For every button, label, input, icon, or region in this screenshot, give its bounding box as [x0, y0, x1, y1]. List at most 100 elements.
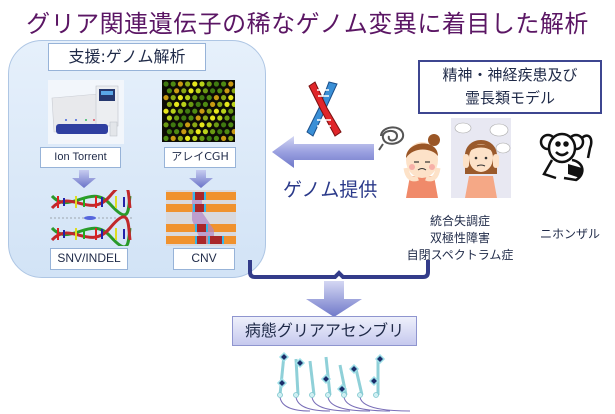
array-spot — [185, 95, 191, 101]
array-spot — [181, 115, 187, 121]
array-spot — [170, 135, 176, 141]
array-spot — [170, 81, 176, 87]
array-spot — [224, 129, 230, 135]
array-spot — [177, 95, 183, 101]
worried-person-icon — [403, 134, 441, 198]
merge-bracket — [248, 260, 430, 279]
array-cgh-label: アレイCGH — [164, 147, 236, 168]
array-spot — [199, 81, 205, 87]
snv-indel-label: SNV/INDEL — [50, 248, 128, 270]
microarray-cgh-image — [162, 80, 235, 142]
array-spot — [170, 108, 176, 114]
array-spot — [174, 88, 180, 94]
disorder-item: 自閉スペクトラム症 — [406, 248, 514, 262]
array-spot — [210, 129, 216, 135]
array-spot — [213, 122, 219, 128]
array-spot — [206, 95, 212, 101]
array-spot — [217, 115, 223, 121]
subjects-box: 精神・神経疾患及び 霊長類モデル — [418, 60, 602, 114]
array-spot — [228, 135, 234, 141]
support-panel-title: 支援:ゲノム解析 — [48, 43, 206, 71]
array-spot — [206, 135, 212, 141]
array-spot — [192, 108, 198, 114]
dna-icon — [306, 81, 342, 137]
subjects-line-1: 精神・神経疾患及び — [442, 66, 578, 84]
array-spot — [163, 81, 169, 87]
array-spot — [199, 95, 205, 101]
array-spot — [228, 95, 234, 101]
primate-model-label: ニホンザル — [540, 227, 601, 241]
array-spot — [170, 122, 176, 128]
array-spot — [228, 81, 234, 87]
array-spot — [177, 135, 183, 141]
array-spot — [202, 115, 208, 121]
glia-assembly-illustration — [276, 351, 411, 412]
array-spot — [228, 108, 234, 114]
array-spot — [166, 88, 172, 94]
distressed-person-icon — [451, 118, 511, 198]
array-spot — [185, 108, 191, 114]
array-spot — [163, 135, 169, 141]
array-spot — [199, 122, 205, 128]
array-spot — [163, 122, 169, 128]
pathological-glia-assembly-label: 病態グリアアセンブリ — [232, 316, 417, 346]
down-arrow-icon — [306, 281, 362, 317]
array-spot — [185, 122, 191, 128]
array-spot — [221, 95, 227, 101]
array-spot — [192, 81, 198, 87]
array-spot — [177, 108, 183, 114]
array-spot — [199, 135, 205, 141]
array-spot — [188, 115, 194, 121]
array-spot — [188, 129, 194, 135]
array-spot — [195, 129, 201, 135]
array-spot — [210, 101, 216, 107]
subjects-line-2: 霊長類モデル — [464, 89, 555, 107]
array-spot — [224, 88, 230, 94]
array-spot — [192, 95, 198, 101]
array-spot — [221, 108, 227, 114]
array-spot — [181, 129, 187, 135]
array-spot — [195, 88, 201, 94]
disorder-item: 双極性障害 — [429, 231, 490, 245]
array-spot — [166, 101, 172, 107]
array-spot — [202, 129, 208, 135]
array-spot — [231, 101, 235, 107]
cnv-chromosome-icon — [166, 190, 236, 246]
array-spot — [177, 81, 183, 87]
array-spot — [192, 122, 198, 128]
array-spot — [195, 115, 201, 121]
array-spot — [177, 122, 183, 128]
dna-variant-icon — [50, 190, 132, 246]
array-spot — [199, 108, 205, 114]
array-spot — [174, 129, 180, 135]
array-spot — [210, 88, 216, 94]
array-spot — [192, 135, 198, 141]
array-spot — [221, 122, 227, 128]
array-spot — [163, 95, 169, 101]
array-spot — [213, 81, 219, 87]
array-spot — [188, 88, 194, 94]
ion-torrent-label: Ion Torrent — [40, 147, 121, 168]
array-spot — [188, 101, 194, 107]
array-spot — [170, 95, 176, 101]
cnv-label: CNV — [173, 248, 235, 270]
array-spot — [195, 101, 201, 107]
array-spot — [224, 115, 230, 121]
array-spot — [181, 101, 187, 107]
array-spot — [231, 129, 235, 135]
array-spot — [174, 115, 180, 121]
array-spot — [228, 122, 234, 128]
array-spot — [206, 81, 212, 87]
ion-torrent-sequencer-image — [48, 80, 124, 144]
array-spot — [213, 108, 219, 114]
array-spot — [166, 129, 172, 135]
array-spot — [217, 101, 223, 107]
array-spot — [217, 88, 223, 94]
diagram-title: グリア関連遺伝子の稀なゲノム変異に着目した解析 — [26, 10, 589, 38]
japanese-macaque-icon — [539, 132, 593, 182]
array-spot — [166, 115, 172, 121]
array-spot — [181, 88, 187, 94]
array-spot — [224, 101, 230, 107]
worry-scribble-icon — [378, 126, 405, 151]
array-spot — [217, 129, 223, 135]
